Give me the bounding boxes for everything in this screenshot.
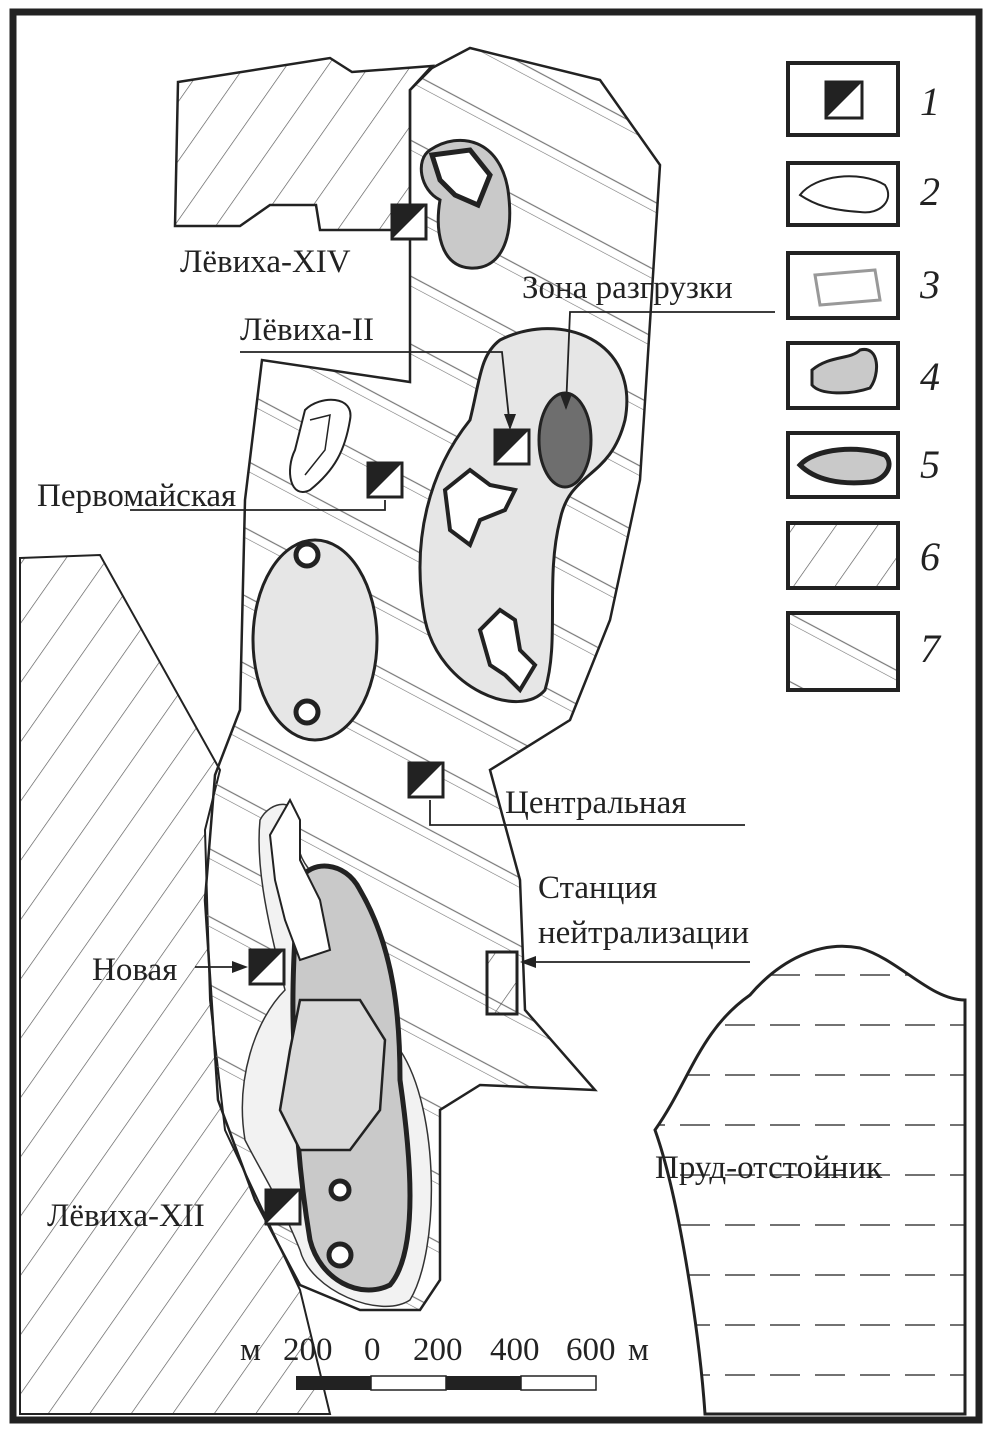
scale-unit-right: м [628,1332,649,1368]
scale-tick: 400 [490,1332,540,1368]
settling-pond [653,944,967,1416]
legend-number: 7 [920,626,942,671]
hatch-6-northwest [173,56,436,232]
collapse-west-2 [293,698,321,726]
collapse-south-1 [328,1178,352,1202]
legend-number: 2 [920,169,940,214]
legend-number: 5 [920,442,940,487]
scale-bar: м 200 0 200 400 600 м [240,1332,649,1391]
label-levikha-xii: Лёвиха-XII [47,1198,205,1234]
mine-shaft-icon [407,761,445,799]
legend-number: 4 [920,354,940,399]
label-discharge-zone: Зона разгрузки [522,270,733,306]
mine-shaft-icon [366,461,404,499]
mine-shafts [248,203,531,1226]
open-pit-north [289,398,352,493]
mine-shaft-icon [248,948,286,986]
legend-number: 6 [920,534,940,579]
label-pervomaiskaya: Первомайская [37,478,236,514]
mine-shaft-icon [493,428,531,466]
label-levikha-xiv: Лёвиха-XIV [180,244,351,280]
scale-tick: 600 [566,1332,616,1368]
legend [786,61,900,692]
collapse-west-1 [293,541,321,569]
dump-west [251,538,379,742]
label-station-line1: Станция [538,870,657,906]
scale-tick: 200 [413,1332,463,1368]
label-tsentralnaya: Центральная [505,785,686,821]
reclaimed-pit-south [278,998,387,1152]
label-levikha-ii: Лёвиха-II [240,312,374,348]
collapse-discharge-zone [537,391,593,489]
scale-tick: 0 [364,1332,381,1368]
label-station-line2: нейтрализации [538,915,749,951]
label-pond: Пруд-отстойник [655,1150,883,1186]
pit-central-1 [442,467,518,549]
open-pit-south [268,797,332,962]
neutralization-station [485,950,519,1016]
mine-shaft-icon [264,1188,302,1226]
scale-tick: 200 [283,1332,333,1368]
legend-number: 1 [920,79,940,124]
pit-central-2 [477,607,538,694]
leader-lines [130,311,775,968]
collapse-south-2 [326,1241,354,1269]
scale-unit-left: м [240,1332,261,1368]
collapse-north [428,147,493,209]
mine-shaft-icon [390,203,428,241]
label-novaya: Новая [92,952,177,988]
legend-number: 3 [919,262,940,307]
